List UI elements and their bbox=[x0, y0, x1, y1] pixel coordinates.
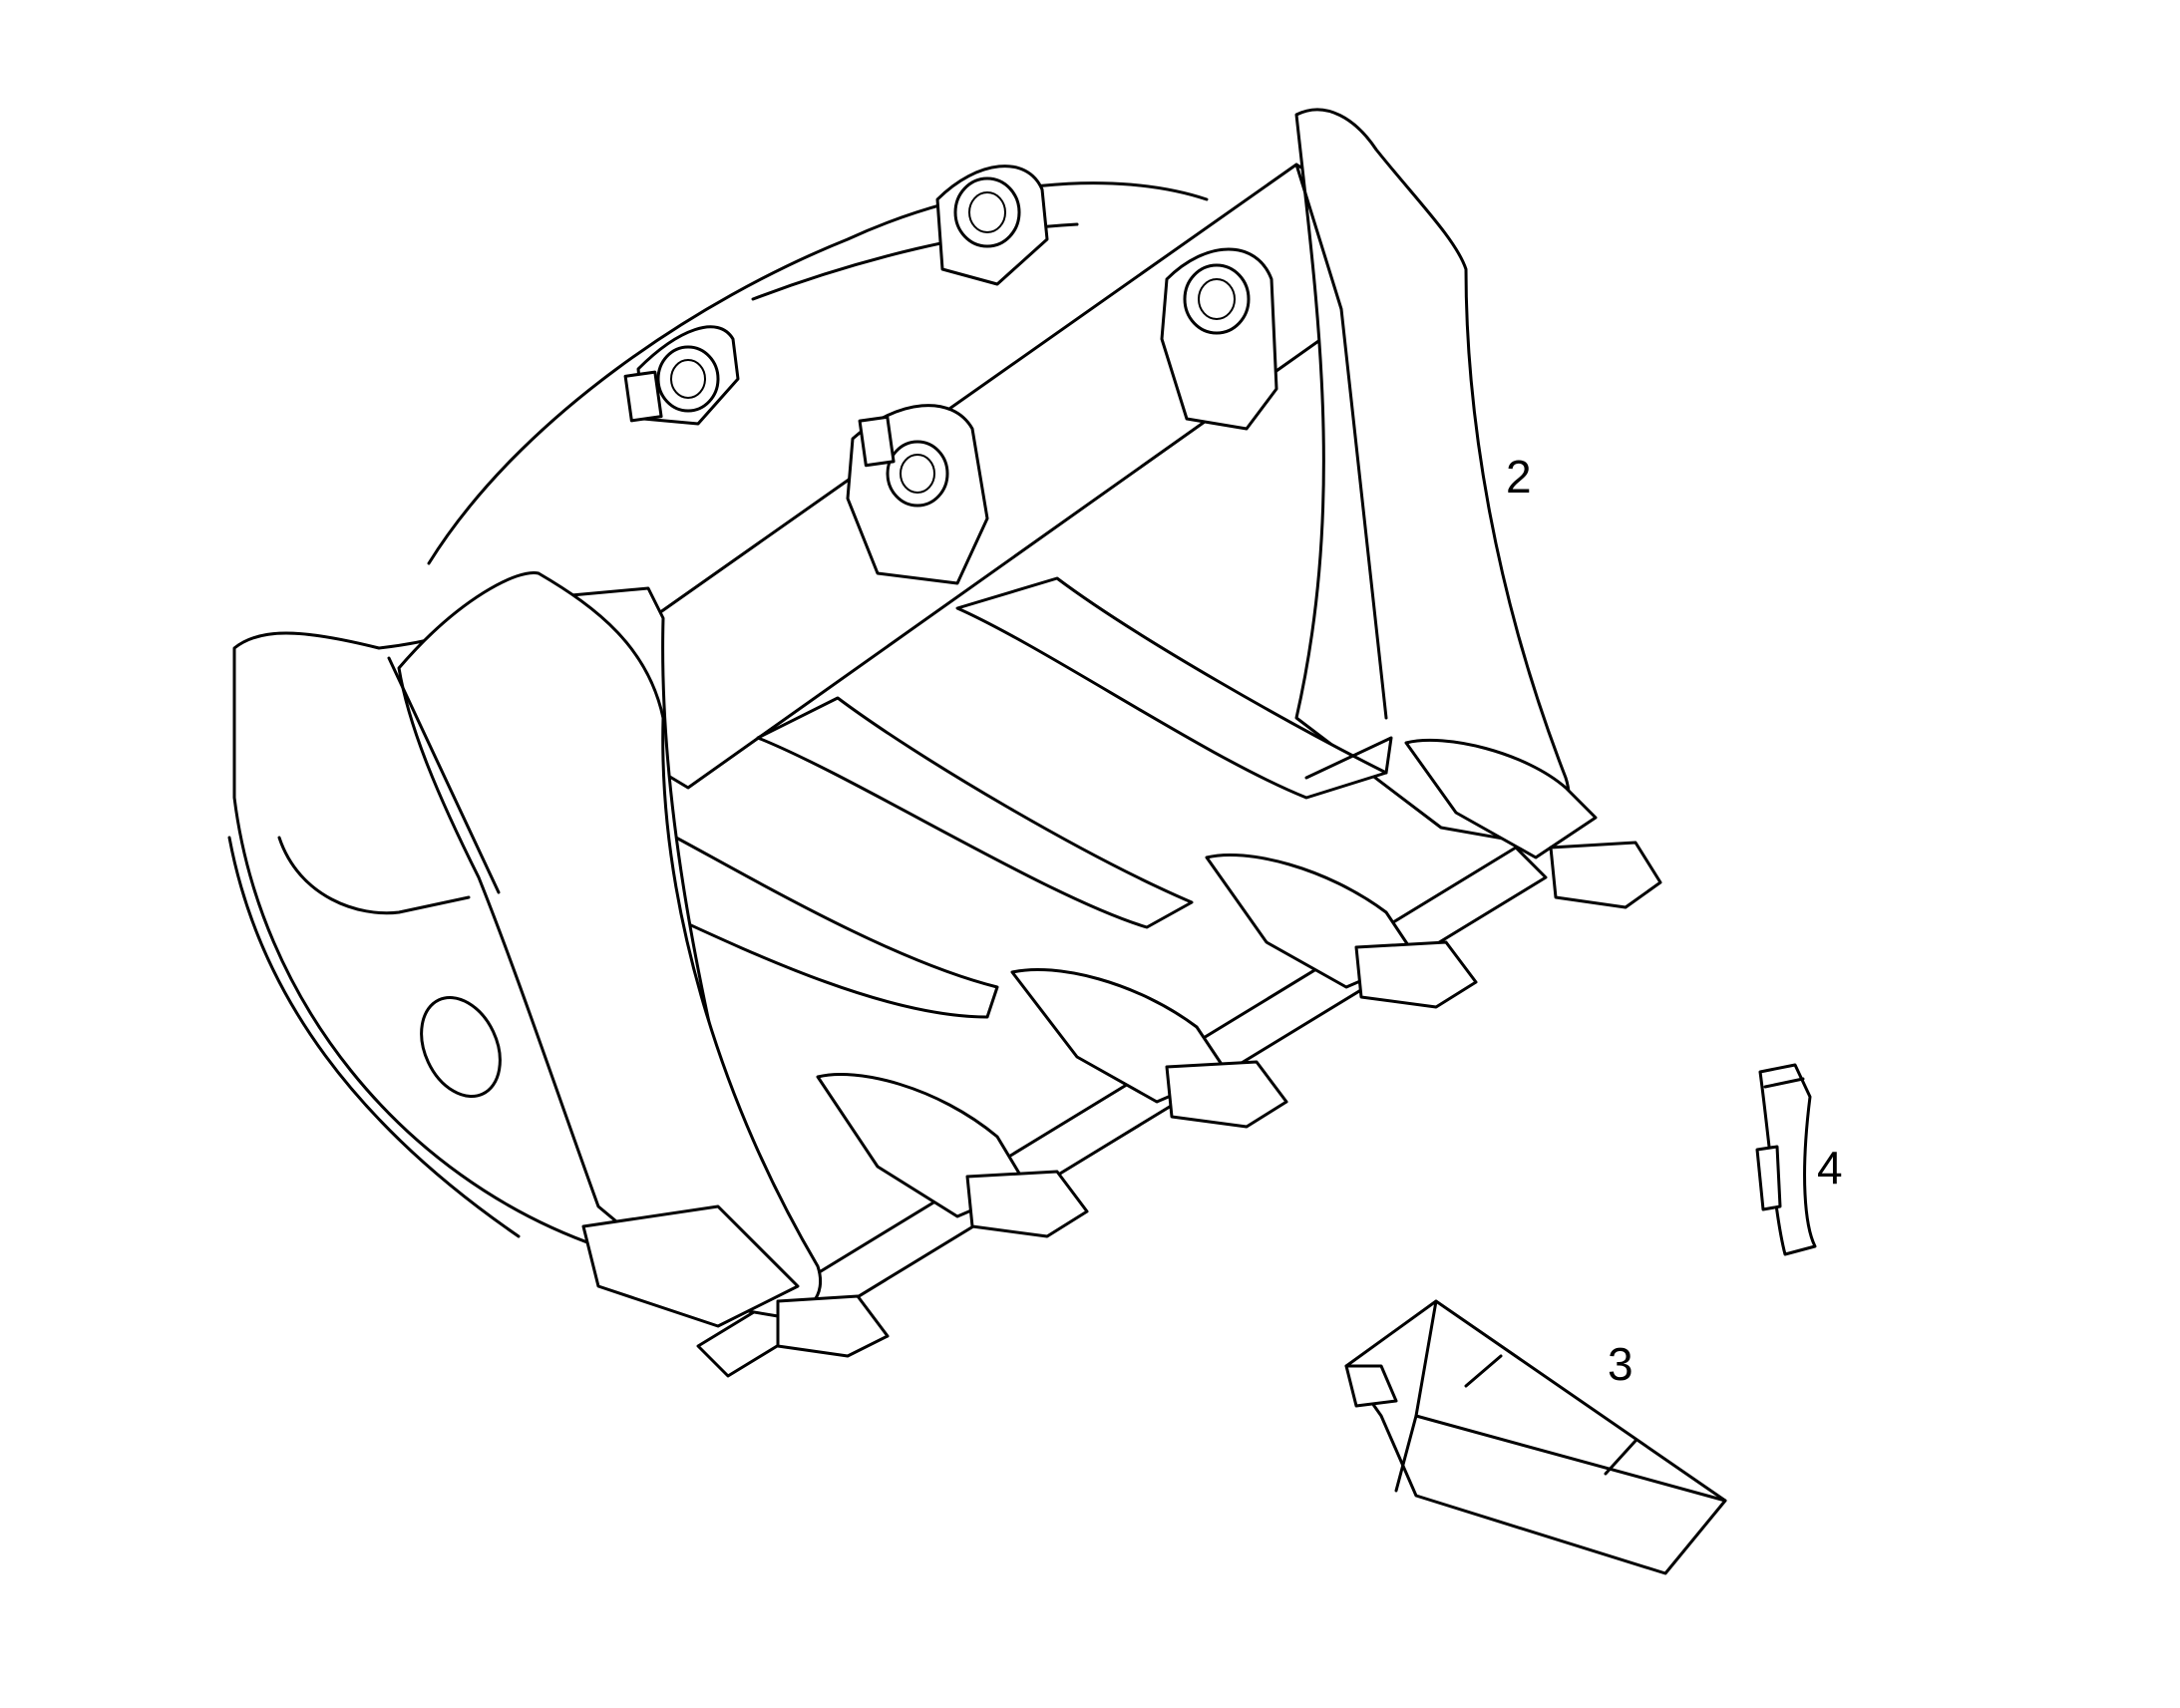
part-label-tooth: 3 bbox=[1608, 1338, 1634, 1390]
boss-lock-plate-1 bbox=[623, 370, 663, 423]
pin-boss-3 bbox=[656, 345, 720, 413]
adapter-5 bbox=[1404, 739, 1662, 909]
adapter-1 bbox=[581, 1204, 890, 1358]
pin-boss-4 bbox=[886, 440, 949, 508]
adapter-2 bbox=[816, 1073, 1089, 1238]
boss-lock-plate-2 bbox=[858, 415, 896, 468]
tine-2 bbox=[756, 696, 1194, 929]
pin-boss-1 bbox=[953, 176, 1021, 248]
part-label-bucket: 2 bbox=[1506, 451, 1532, 503]
bucket-rear-shell bbox=[427, 181, 1209, 565]
bucket-assembly bbox=[227, 108, 1662, 1378]
bucket-tooth bbox=[1344, 1299, 1727, 1575]
retainer-pin bbox=[1755, 1063, 1817, 1256]
side-plate-hole bbox=[420, 995, 502, 1099]
adapter-3 bbox=[1010, 968, 1288, 1129]
part-label-retainer-pin: 4 bbox=[1817, 1142, 1843, 1194]
adapter-4 bbox=[1205, 854, 1478, 1009]
pin-boss-2 bbox=[1183, 263, 1251, 335]
bucket-side-plate-left bbox=[397, 570, 823, 1318]
tine-3 bbox=[955, 576, 1388, 800]
bucket-side-plate-right bbox=[1294, 108, 1571, 845]
